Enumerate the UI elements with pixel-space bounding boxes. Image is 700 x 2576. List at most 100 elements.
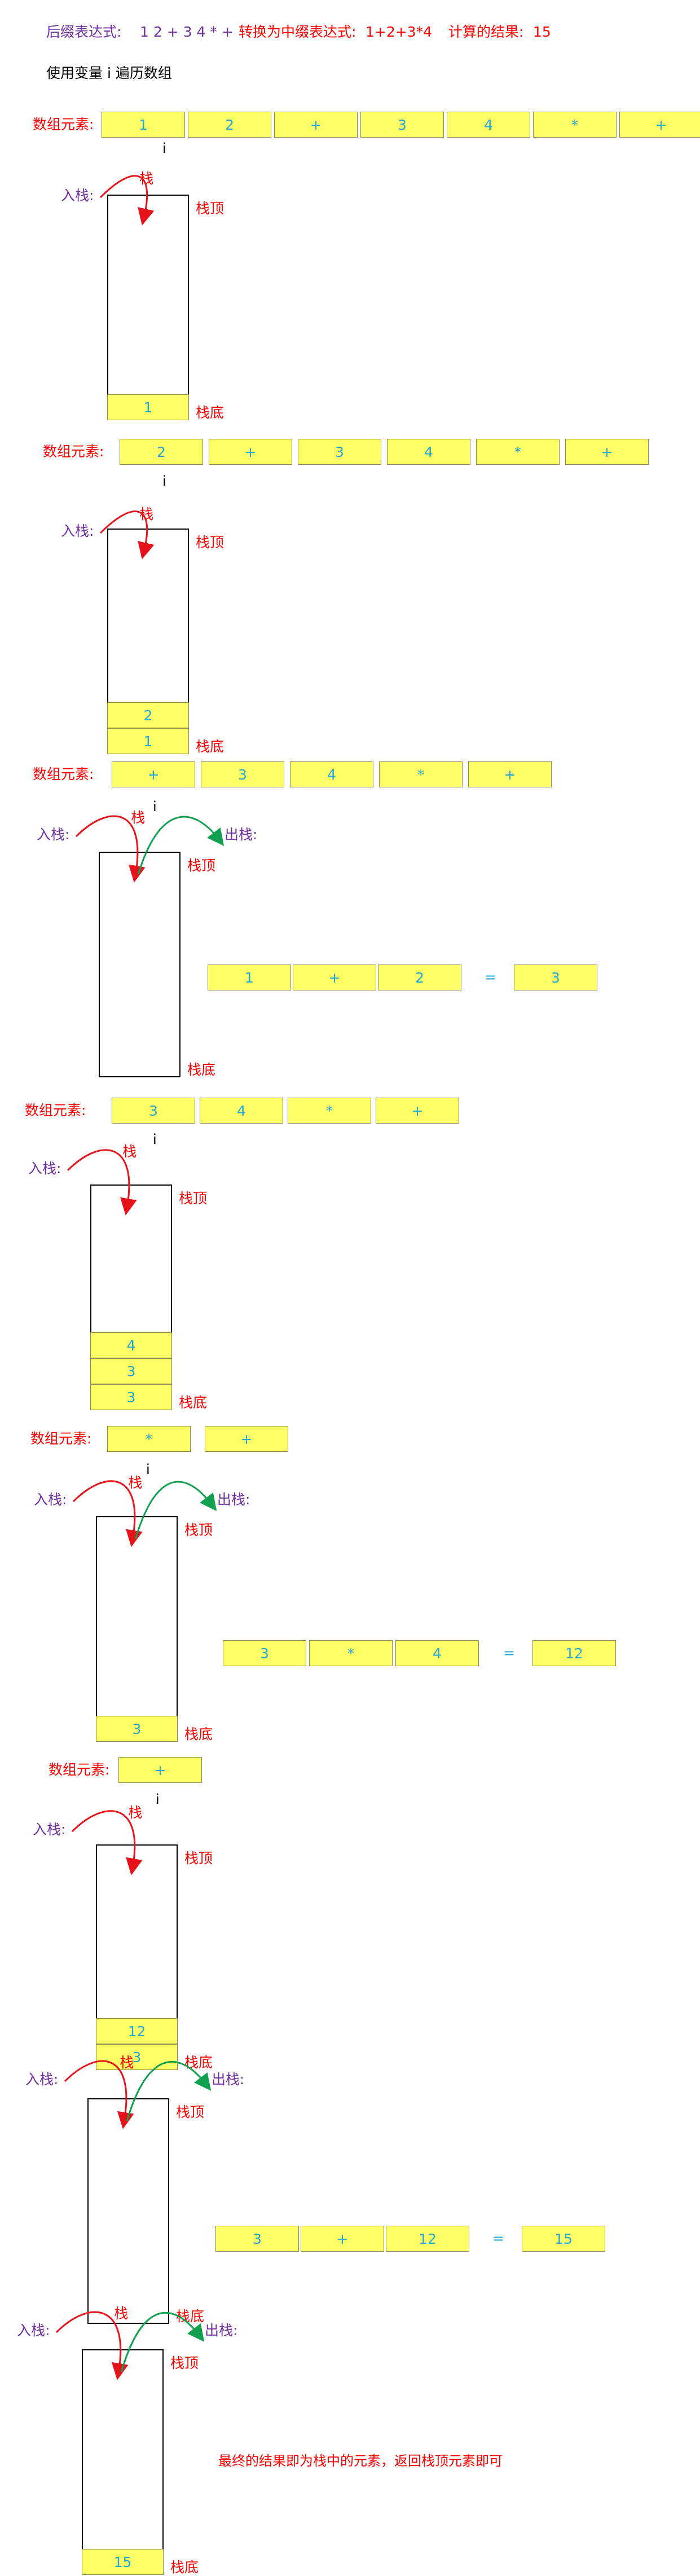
array-label-4: 数组元素: <box>25 1102 86 1119</box>
infix-label: 转换为中缀表达式: <box>239 24 356 40</box>
push-label-6: 入栈: <box>33 1821 66 1838</box>
push-arrow <box>67 1149 137 1216</box>
pop-arrow <box>137 816 224 875</box>
array-cell: * <box>107 1426 191 1452</box>
traverse-note: 使用变量 i 遍历数组 <box>46 65 172 81</box>
stack-label-5: 栈 <box>128 1474 143 1491</box>
array-cell: 2 <box>120 439 203 465</box>
pop-label-7: 出栈: <box>212 2071 245 2088</box>
array-label-3: 数组元素: <box>33 766 94 782</box>
calc-operand-b: 4 <box>395 1640 479 1666</box>
push-arrow <box>64 2060 134 2129</box>
index-marker-5: i <box>146 1461 150 1477</box>
array-cell: * <box>379 761 463 787</box>
calc-operand-a: 1 <box>208 965 291 990</box>
array-cell: + <box>468 761 552 787</box>
array-cell: + <box>205 1426 288 1452</box>
calc-operand-b: 12 <box>386 2226 469 2252</box>
stack-top-label-1: 栈顶 <box>196 200 224 217</box>
array-cell: + <box>118 1757 202 1783</box>
postfix-label: 后缀表达式: <box>46 24 122 40</box>
pop-label-3: 出栈: <box>224 826 258 843</box>
array-cell: * <box>533 112 617 138</box>
stack-bottom-label-7: 栈底 <box>176 2308 205 2324</box>
push-label-5: 入栈: <box>34 1491 67 1508</box>
stack-bottom-label-5: 栈底 <box>184 1726 213 1742</box>
stack-box-5 <box>96 1516 178 1742</box>
push-label-1: 入栈: <box>61 187 94 204</box>
push-arrow <box>71 1810 143 1875</box>
stack-item: 3 <box>90 1358 172 1384</box>
push-label-8: 入栈: <box>17 2322 50 2339</box>
array-cell: + <box>619 112 700 138</box>
push-label-4: 入栈: <box>28 1160 61 1177</box>
pop-label-5: 出栈: <box>217 1491 250 1508</box>
array-cell: 2 <box>188 112 271 138</box>
stack-label-3: 栈 <box>131 809 146 826</box>
array-cell: + <box>112 761 195 787</box>
stack-top-label-8: 栈顶 <box>170 2355 199 2371</box>
array-cell: + <box>376 1098 459 1124</box>
stack-label-4: 栈 <box>122 1143 137 1160</box>
calc-operator: + <box>293 965 376 990</box>
calc-result: 3 <box>514 965 597 990</box>
array-cell: + <box>209 439 292 465</box>
calc-result: 15 <box>522 2226 605 2252</box>
final-note: 最终的结果即为栈中的元素，返回栈顶元素即可 <box>218 2453 503 2469</box>
stack-top-label-3: 栈顶 <box>187 857 216 874</box>
postfix-expression: 1 2 + 3 4 * + <box>140 24 234 40</box>
result-value: 15 <box>533 24 551 40</box>
index-marker-4: i <box>153 1131 157 1147</box>
stack-top-label-4: 栈顶 <box>179 1190 208 1206</box>
array-cell: 4 <box>290 761 373 787</box>
push-arrow <box>55 2311 129 2380</box>
equals-sign: = <box>492 2230 504 2247</box>
array-cell: 4 <box>387 439 470 465</box>
calc-operator: + <box>301 2226 384 2252</box>
array-label-1: 数组元素: <box>33 116 94 133</box>
infix-expression: 1+2+3*4 <box>366 24 433 40</box>
array-label-6: 数组元素: <box>49 1762 110 1778</box>
array-cell: 3 <box>112 1098 195 1124</box>
stack-bottom-label-2: 栈底 <box>196 738 224 755</box>
push-arrow <box>99 510 155 560</box>
stack-item: 4 <box>90 1332 172 1358</box>
calc-operator: * <box>309 1640 393 1666</box>
stack-box-7 <box>87 2098 169 2324</box>
stack-top-label-6: 栈顶 <box>184 1850 213 1866</box>
stack-bottom-label-4: 栈底 <box>179 1394 208 1411</box>
index-marker-3: i <box>153 799 157 814</box>
push-label-3: 入栈: <box>37 826 70 843</box>
calc-operand-b: 2 <box>378 965 461 990</box>
array-cell: 4 <box>200 1098 283 1124</box>
push-arrow <box>72 1480 143 1547</box>
stack-item: 3 <box>96 1716 178 1742</box>
calc-operand-a: 3 <box>223 1640 306 1666</box>
stack-top-label-7: 栈顶 <box>176 2104 205 2120</box>
stack-box-8 <box>82 2349 164 2575</box>
array-cell: * <box>476 439 560 465</box>
equals-sign: = <box>503 1645 515 1661</box>
stack-label-8: 栈 <box>114 2305 129 2322</box>
push-arrow <box>99 175 155 226</box>
result-label: 计算的结果: <box>448 24 524 40</box>
push-label-2: 入栈: <box>61 523 94 539</box>
stack-top-label-5: 栈顶 <box>184 1522 213 1538</box>
push-label-7: 入栈: <box>25 2071 59 2088</box>
index-marker-1: i <box>162 140 166 156</box>
array-cell: 3 <box>298 439 381 465</box>
stack-label-7: 栈 <box>120 2054 134 2071</box>
stack-item: 3 <box>90 1384 172 1410</box>
array-cell: + <box>274 112 358 138</box>
stack-item: 12 <box>96 2018 178 2044</box>
array-label-2: 数组元素: <box>43 443 104 460</box>
stack-top-label-2: 栈顶 <box>196 534 224 551</box>
pop-label-8: 出栈: <box>205 2322 238 2339</box>
stack-label-6: 栈 <box>128 1804 143 1821</box>
stack-bottom-label-3: 栈底 <box>187 1062 216 1078</box>
array-cell: + <box>565 439 649 465</box>
pop-arrow <box>134 1481 217 1539</box>
pop-arrow <box>120 2311 205 2372</box>
pop-arrow <box>126 2060 212 2121</box>
